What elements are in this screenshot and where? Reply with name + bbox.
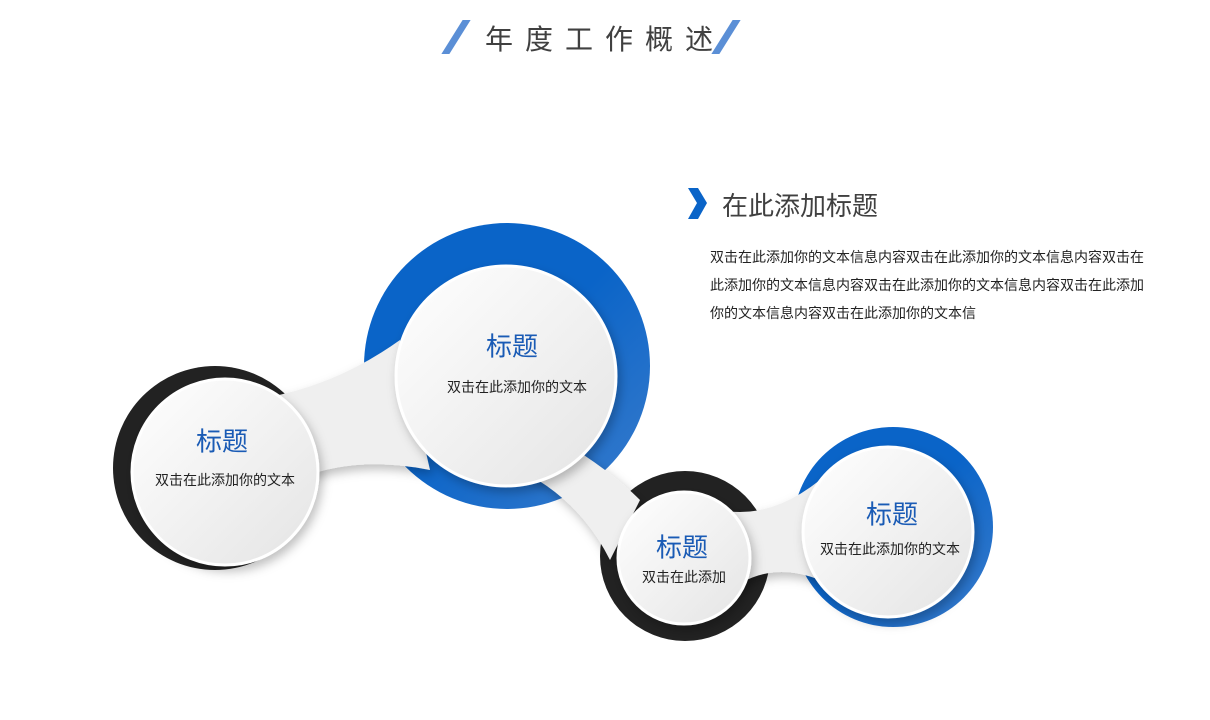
node-1-text: 双击在此添加你的文本 [155, 473, 295, 489]
node-circle-2 [394, 264, 618, 488]
node-4-title: 标题 [865, 500, 919, 531]
node-circle-1 [130, 377, 320, 567]
node-circle-3 [616, 490, 752, 626]
node-2-text: 双击在此添加你的文本 [447, 380, 587, 396]
node-circle-4 [801, 445, 975, 619]
node-4-text: 双击在此添加你的文本 [820, 542, 960, 558]
info-heading: 在此添加标题 [722, 192, 879, 222]
info-body: 双击在此添加你的文本信息内容双击在此添加你的文本信息内容双击在此添加你的文本信息… [710, 250, 1144, 322]
node-3-title: 标题 [655, 533, 709, 564]
page-title: 年度工作概述 [484, 23, 725, 56]
node-2-title: 标题 [485, 332, 539, 363]
chevron-right-icon [688, 188, 707, 219]
node-3-text: 双击在此添加 [642, 570, 726, 586]
node-1-title: 标题 [195, 427, 249, 458]
